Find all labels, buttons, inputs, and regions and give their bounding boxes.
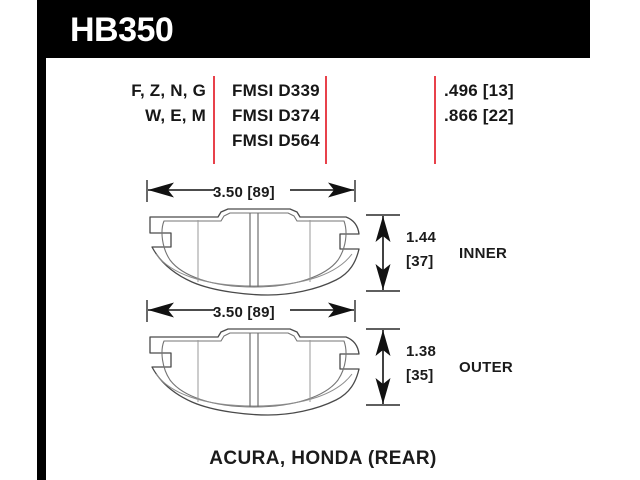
arrowhead-left-icon bbox=[148, 182, 174, 198]
outer-height-dim-svg bbox=[366, 328, 400, 406]
fmsi-number-row: FMSI D339 bbox=[232, 81, 320, 100]
inner-pad-height-mm: [37] bbox=[406, 253, 434, 270]
compound-code-column: F, Z, N, G W, E, M bbox=[46, 78, 206, 128]
inner-pad-drawing bbox=[140, 176, 370, 298]
chamfer-line bbox=[155, 373, 353, 407]
inner-pad-height-inches: 1.44 bbox=[406, 229, 436, 246]
arrowhead-right-icon bbox=[328, 182, 354, 198]
part-number-title: HB350 bbox=[70, 11, 174, 49]
thickness-row: .866 [22] bbox=[444, 106, 514, 125]
compound-code-row: F, Z, N, G bbox=[131, 81, 206, 100]
left-border-rail bbox=[37, 0, 46, 480]
fmsi-number-column: FMSI D339 FMSI D374 FMSI D564 bbox=[232, 78, 372, 153]
outer-pad-height-inches: 1.38 bbox=[406, 343, 436, 360]
arrowhead-up-icon bbox=[375, 330, 391, 356]
inner-height-dim-svg bbox=[366, 214, 400, 292]
divider-rule-3 bbox=[434, 76, 436, 164]
divider-rule-2 bbox=[325, 76, 327, 164]
backing-plate-outline bbox=[149, 208, 360, 296]
chamfer-line bbox=[155, 253, 353, 287]
inner-pad-height-dimension-graphic bbox=[364, 208, 404, 298]
arrowhead-up-icon bbox=[375, 216, 391, 242]
header-bar bbox=[37, 0, 590, 58]
outer-pad-position-label: OUTER bbox=[459, 359, 513, 376]
vehicle-application-caption: ACURA, HONDA (REAR) bbox=[209, 448, 437, 469]
inner-pad-outline-svg bbox=[146, 180, 360, 296]
specification-table: F, Z, N, G W, E, M FMSI D339 FMSI D374 F… bbox=[46, 70, 600, 165]
arrowhead-left-icon bbox=[148, 302, 174, 318]
inner-pad-width-dimension: 3.50 [89] bbox=[213, 184, 275, 201]
fmsi-number-row: FMSI D374 bbox=[232, 106, 320, 125]
arrowhead-down-icon bbox=[375, 264, 391, 290]
fmsi-number-row: FMSI D564 bbox=[232, 131, 320, 150]
outer-pad-drawing bbox=[140, 296, 370, 418]
inner-pad-position-label: INNER bbox=[459, 245, 508, 262]
thickness-row: .496 [13] bbox=[444, 81, 514, 100]
compound-code-row: W, E, M bbox=[145, 106, 206, 125]
backing-plate-outline bbox=[149, 328, 360, 416]
arrowhead-down-icon bbox=[375, 378, 391, 404]
outer-pad-height-mm: [35] bbox=[406, 367, 434, 384]
outer-pad-outline-svg bbox=[146, 300, 360, 416]
outer-pad-height-dimension-graphic bbox=[364, 322, 404, 412]
divider-rule-1 bbox=[213, 76, 215, 164]
arrowhead-right-icon bbox=[328, 302, 354, 318]
outer-pad-width-dimension: 3.50 [89] bbox=[213, 304, 275, 321]
thickness-column: .496 [13] .866 [22] bbox=[444, 78, 604, 128]
